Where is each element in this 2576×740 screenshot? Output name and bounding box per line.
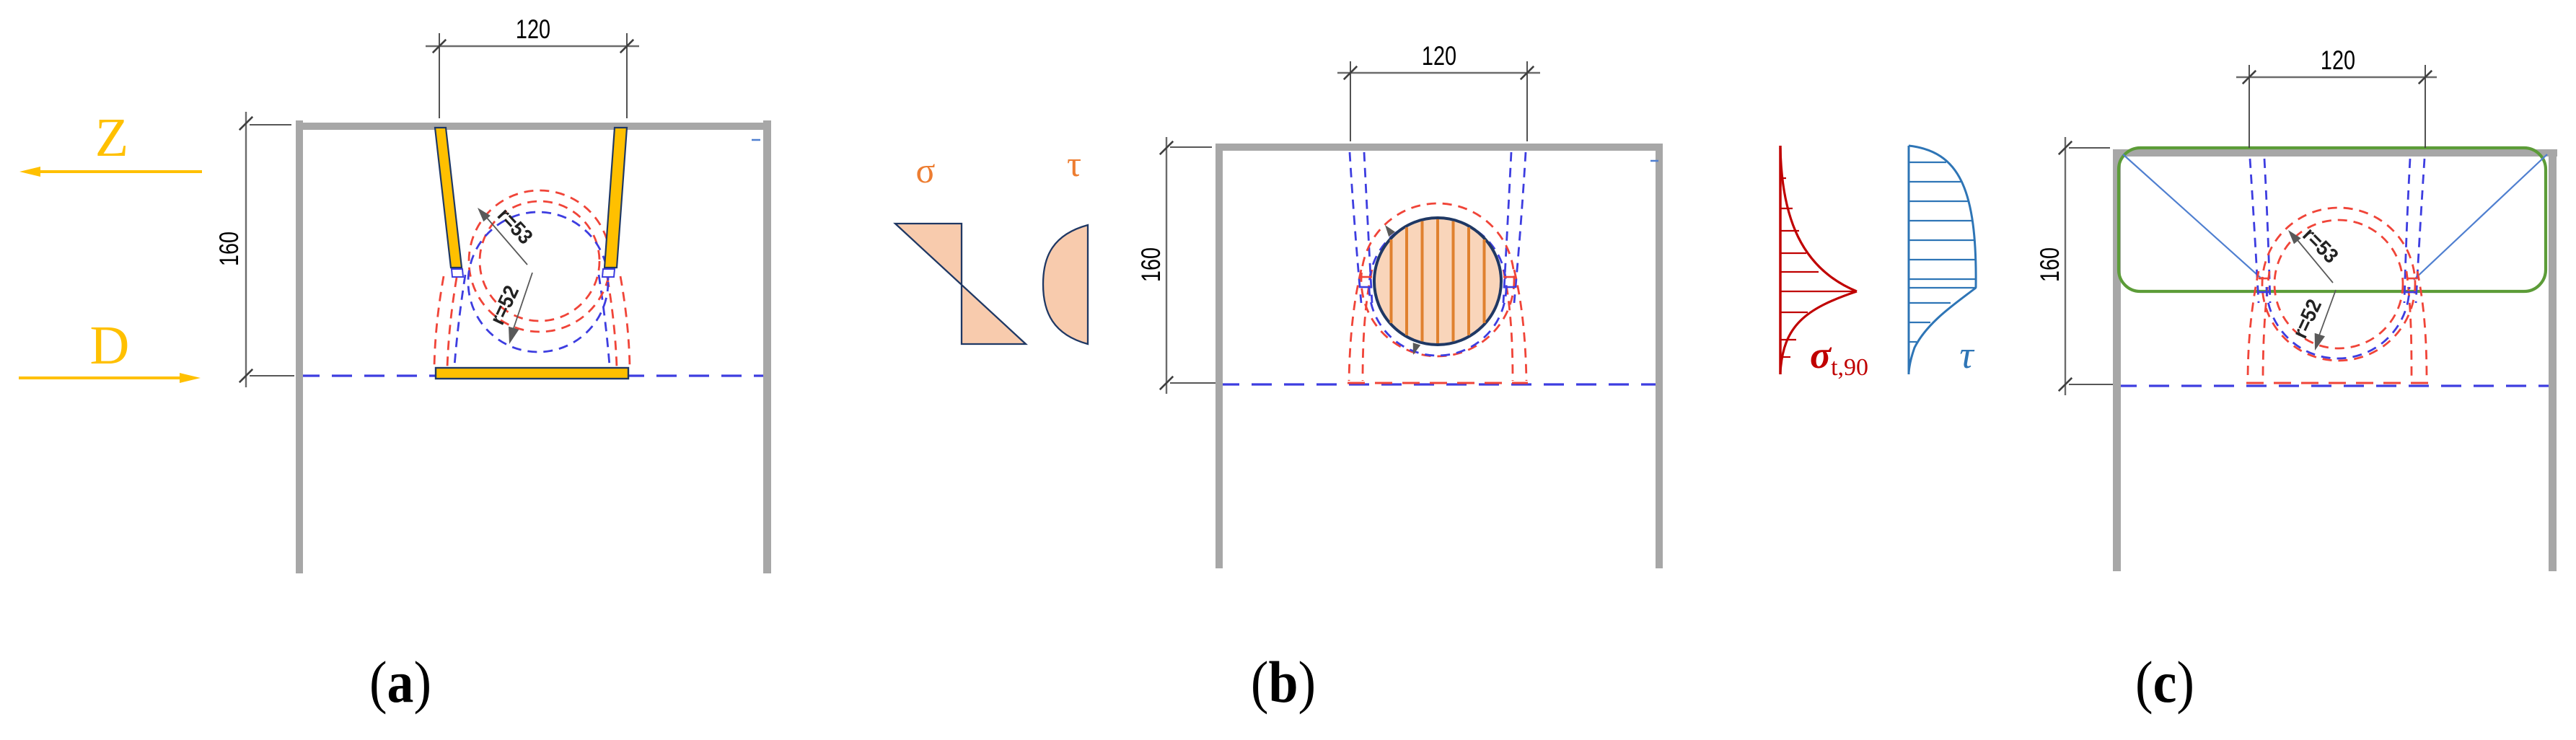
svg-text:τ: τ — [1067, 144, 1081, 184]
svg-text:τ: τ — [1959, 333, 1974, 376]
svg-text:120: 120 — [2321, 46, 2355, 76]
svg-text:Z: Z — [95, 107, 128, 168]
svg-text:D: D — [90, 315, 130, 376]
svg-text:σ: σ — [916, 150, 936, 190]
svg-text:120: 120 — [1422, 42, 1456, 71]
svg-text:120: 120 — [516, 15, 550, 45]
svg-text:(c): (c) — [2135, 648, 2194, 714]
svg-text:160: 160 — [215, 232, 245, 266]
svg-text:160: 160 — [2036, 247, 2065, 282]
svg-text:160: 160 — [1137, 247, 1166, 282]
svg-text:(a): (a) — [369, 648, 431, 714]
svg-text:(b): (b) — [1251, 648, 1316, 714]
